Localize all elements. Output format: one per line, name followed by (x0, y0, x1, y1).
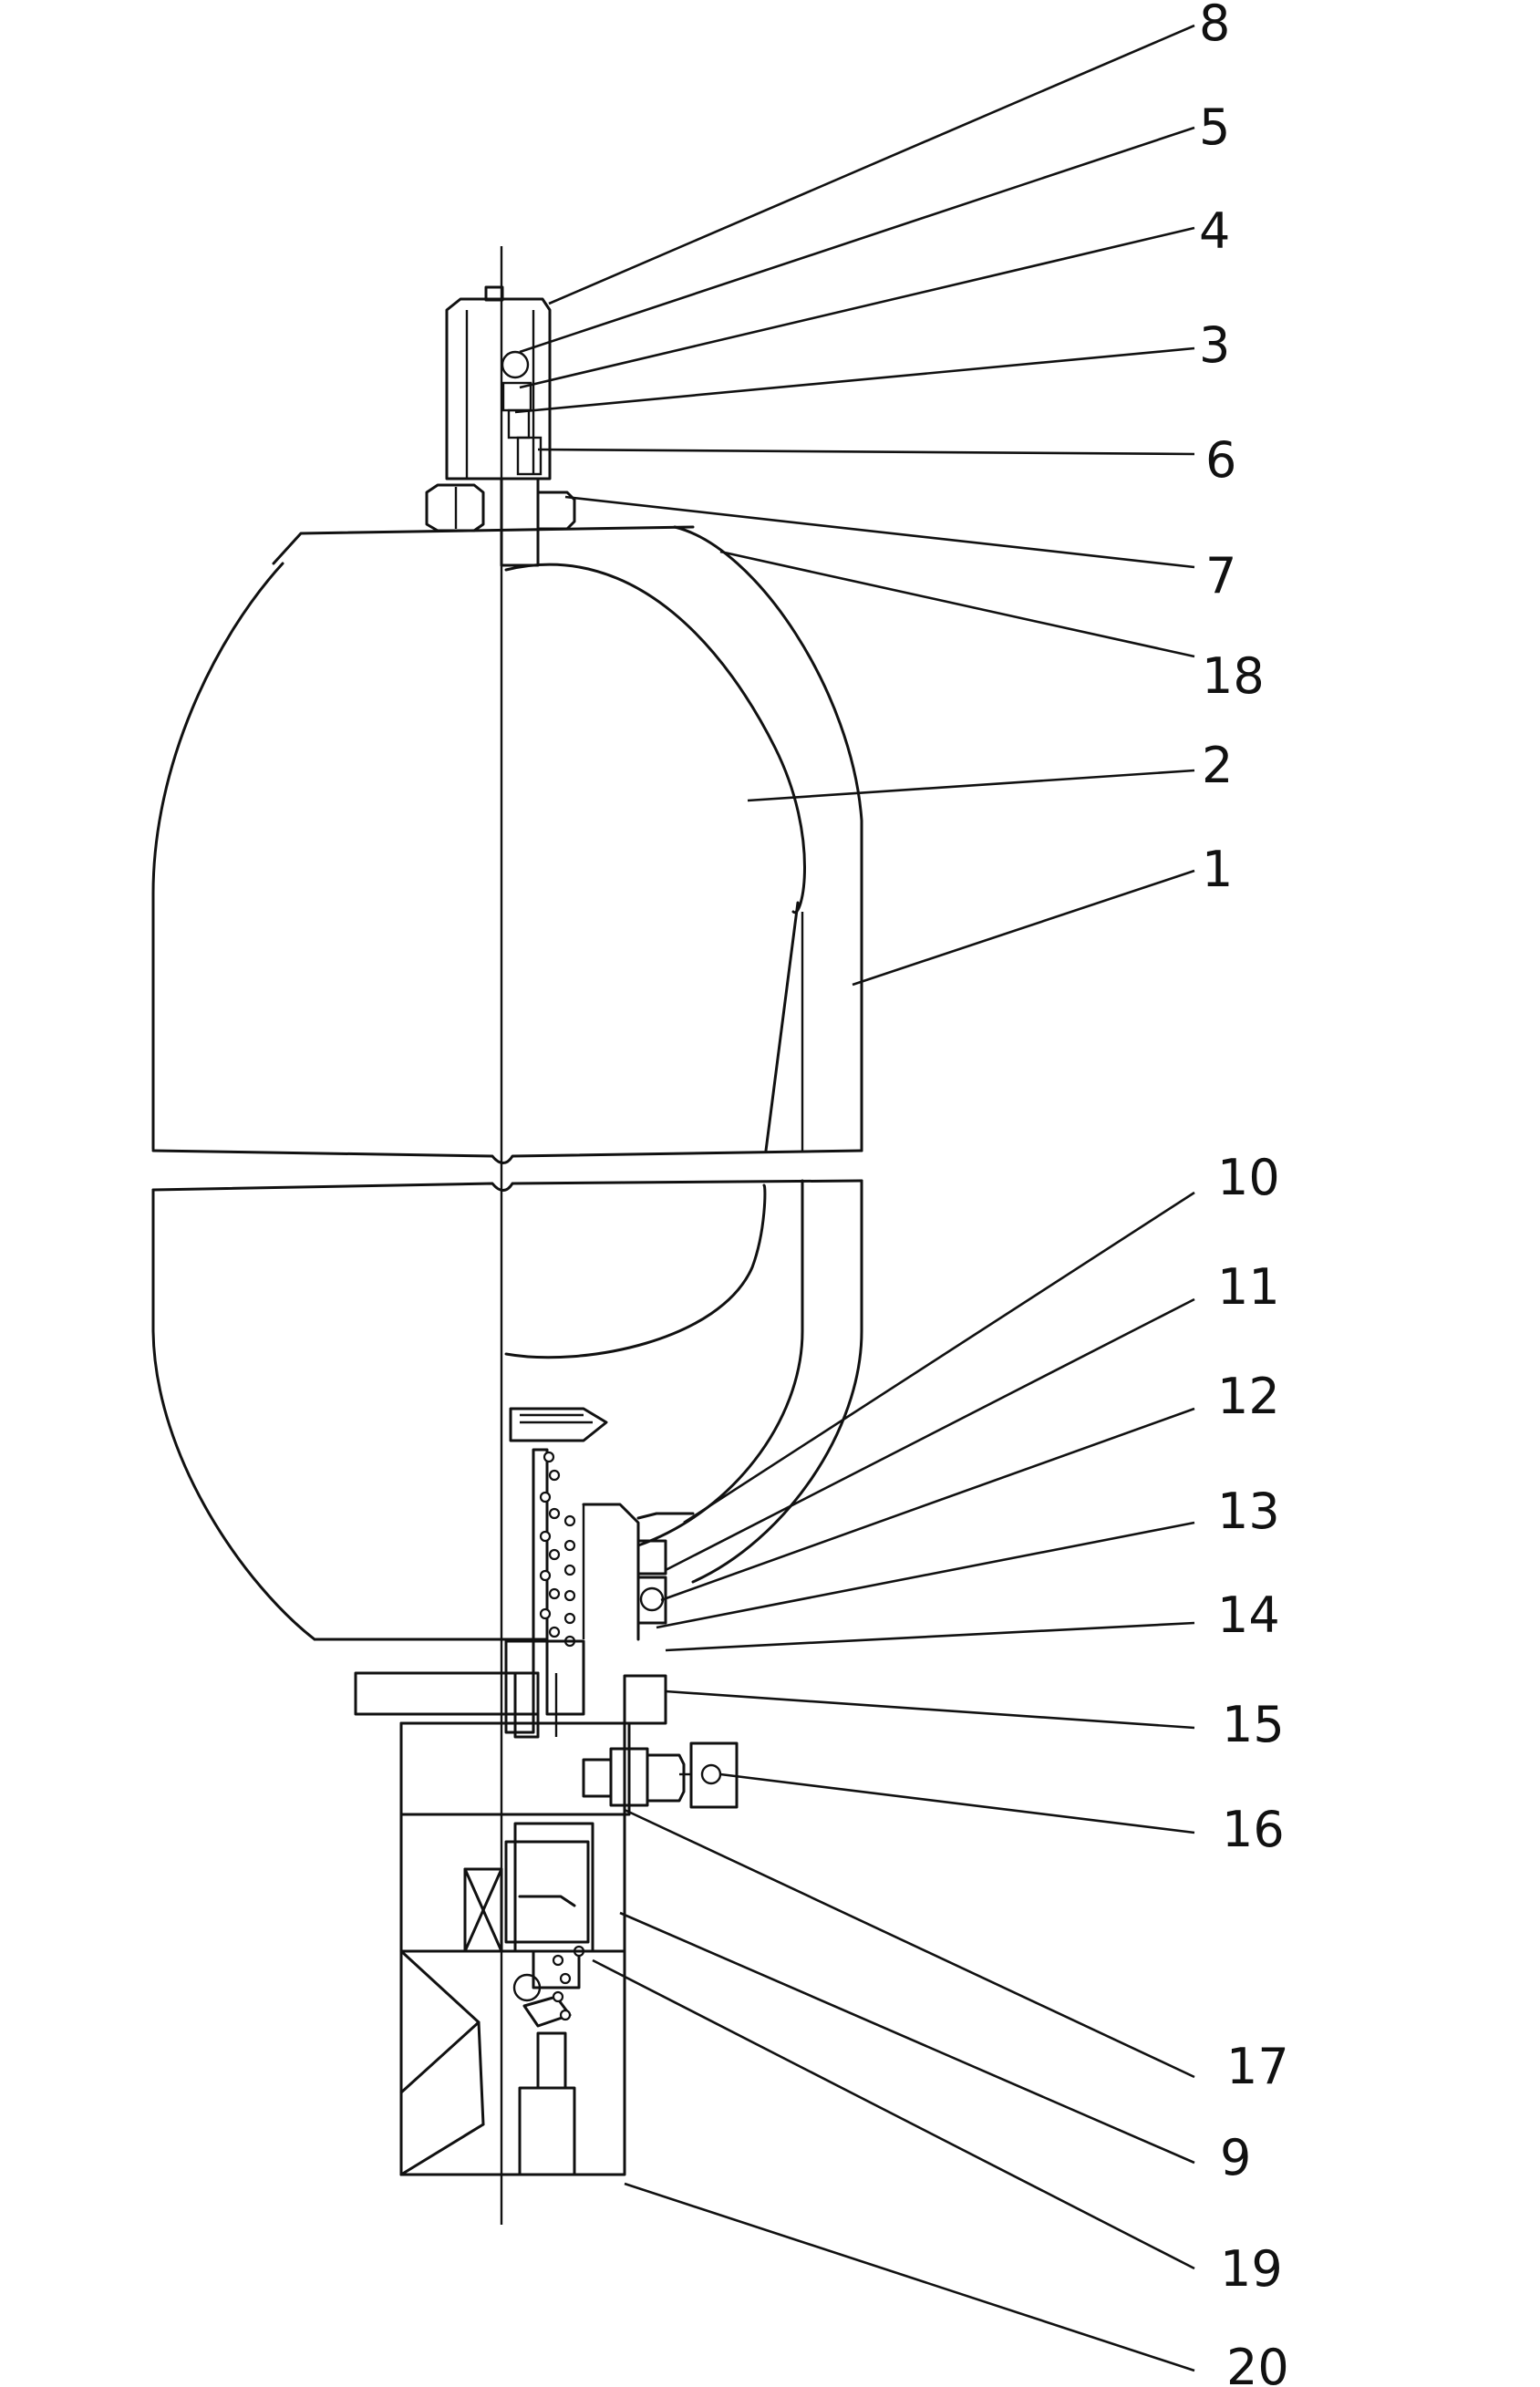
poppet-valve (509, 1407, 695, 1648)
callout-15: 15 (1222, 1696, 1285, 1753)
leader-line-16 (719, 1772, 1195, 1834)
callout-16: 16 (1222, 1801, 1285, 1858)
callout-12: 12 (1217, 1368, 1280, 1425)
callout-10: 10 (1217, 1149, 1280, 1206)
poppet-spring (539, 1451, 576, 1648)
leader-line-4 (519, 226, 1195, 389)
leader-line-9 (619, 1911, 1195, 2165)
callout-6: 6 (1205, 431, 1236, 489)
oil-port-assembly (354, 1639, 739, 2176)
callout-19: 19 (1220, 2240, 1283, 2298)
callout-3: 3 (1199, 316, 1230, 374)
callout-20: 20 (1226, 2339, 1289, 2387)
leader-line-14 (665, 1621, 1195, 1652)
leader-line-13 (656, 1521, 1195, 1629)
callout-leaders (514, 24, 1195, 2372)
callout-18: 18 (1202, 647, 1265, 705)
shell-bottom (151, 1179, 863, 1641)
callout-5: 5 (1199, 98, 1230, 156)
leader-line-12 (660, 1407, 1195, 1602)
shell-top (151, 525, 863, 1152)
leader-line-8 (548, 24, 1195, 305)
leader-line-10 (683, 1191, 1195, 1524)
leader-line-19 (592, 1958, 1195, 2270)
callout-4: 4 (1199, 202, 1230, 260)
leader-line-11 (665, 1297, 1195, 1572)
leader-line-5 (519, 126, 1195, 354)
leader-line-18 (719, 550, 1195, 658)
callout-9: 9 (1220, 2129, 1251, 2186)
leader-line-6 (537, 448, 1195, 456)
leader-line-7 (564, 495, 1195, 569)
callout-7: 7 (1205, 547, 1236, 604)
callout-13: 13 (1217, 1483, 1280, 1540)
leader-line-20 (624, 2182, 1195, 2372)
callout-1: 1 (1202, 841, 1233, 898)
leader-line-1 (852, 869, 1195, 987)
callout-11: 11 (1217, 1258, 1280, 1316)
leader-line-3 (514, 346, 1195, 414)
callout-8: 8 (1199, 0, 1230, 52)
callout-2: 2 (1202, 737, 1233, 794)
leader-line-15 (665, 1690, 1195, 1730)
leader-line-2 (747, 769, 1195, 802)
break-lines (151, 1149, 863, 1192)
callout-labels: 8 5 4 3 6 7 18 2 1 10 11 12 13 14 15 16 17 9 19 20 (1199, 0, 1289, 2387)
callout-17: 17 (1226, 2038, 1289, 2095)
leader-line-17 (624, 1808, 1195, 2079)
callout-14: 14 (1217, 1586, 1280, 1644)
